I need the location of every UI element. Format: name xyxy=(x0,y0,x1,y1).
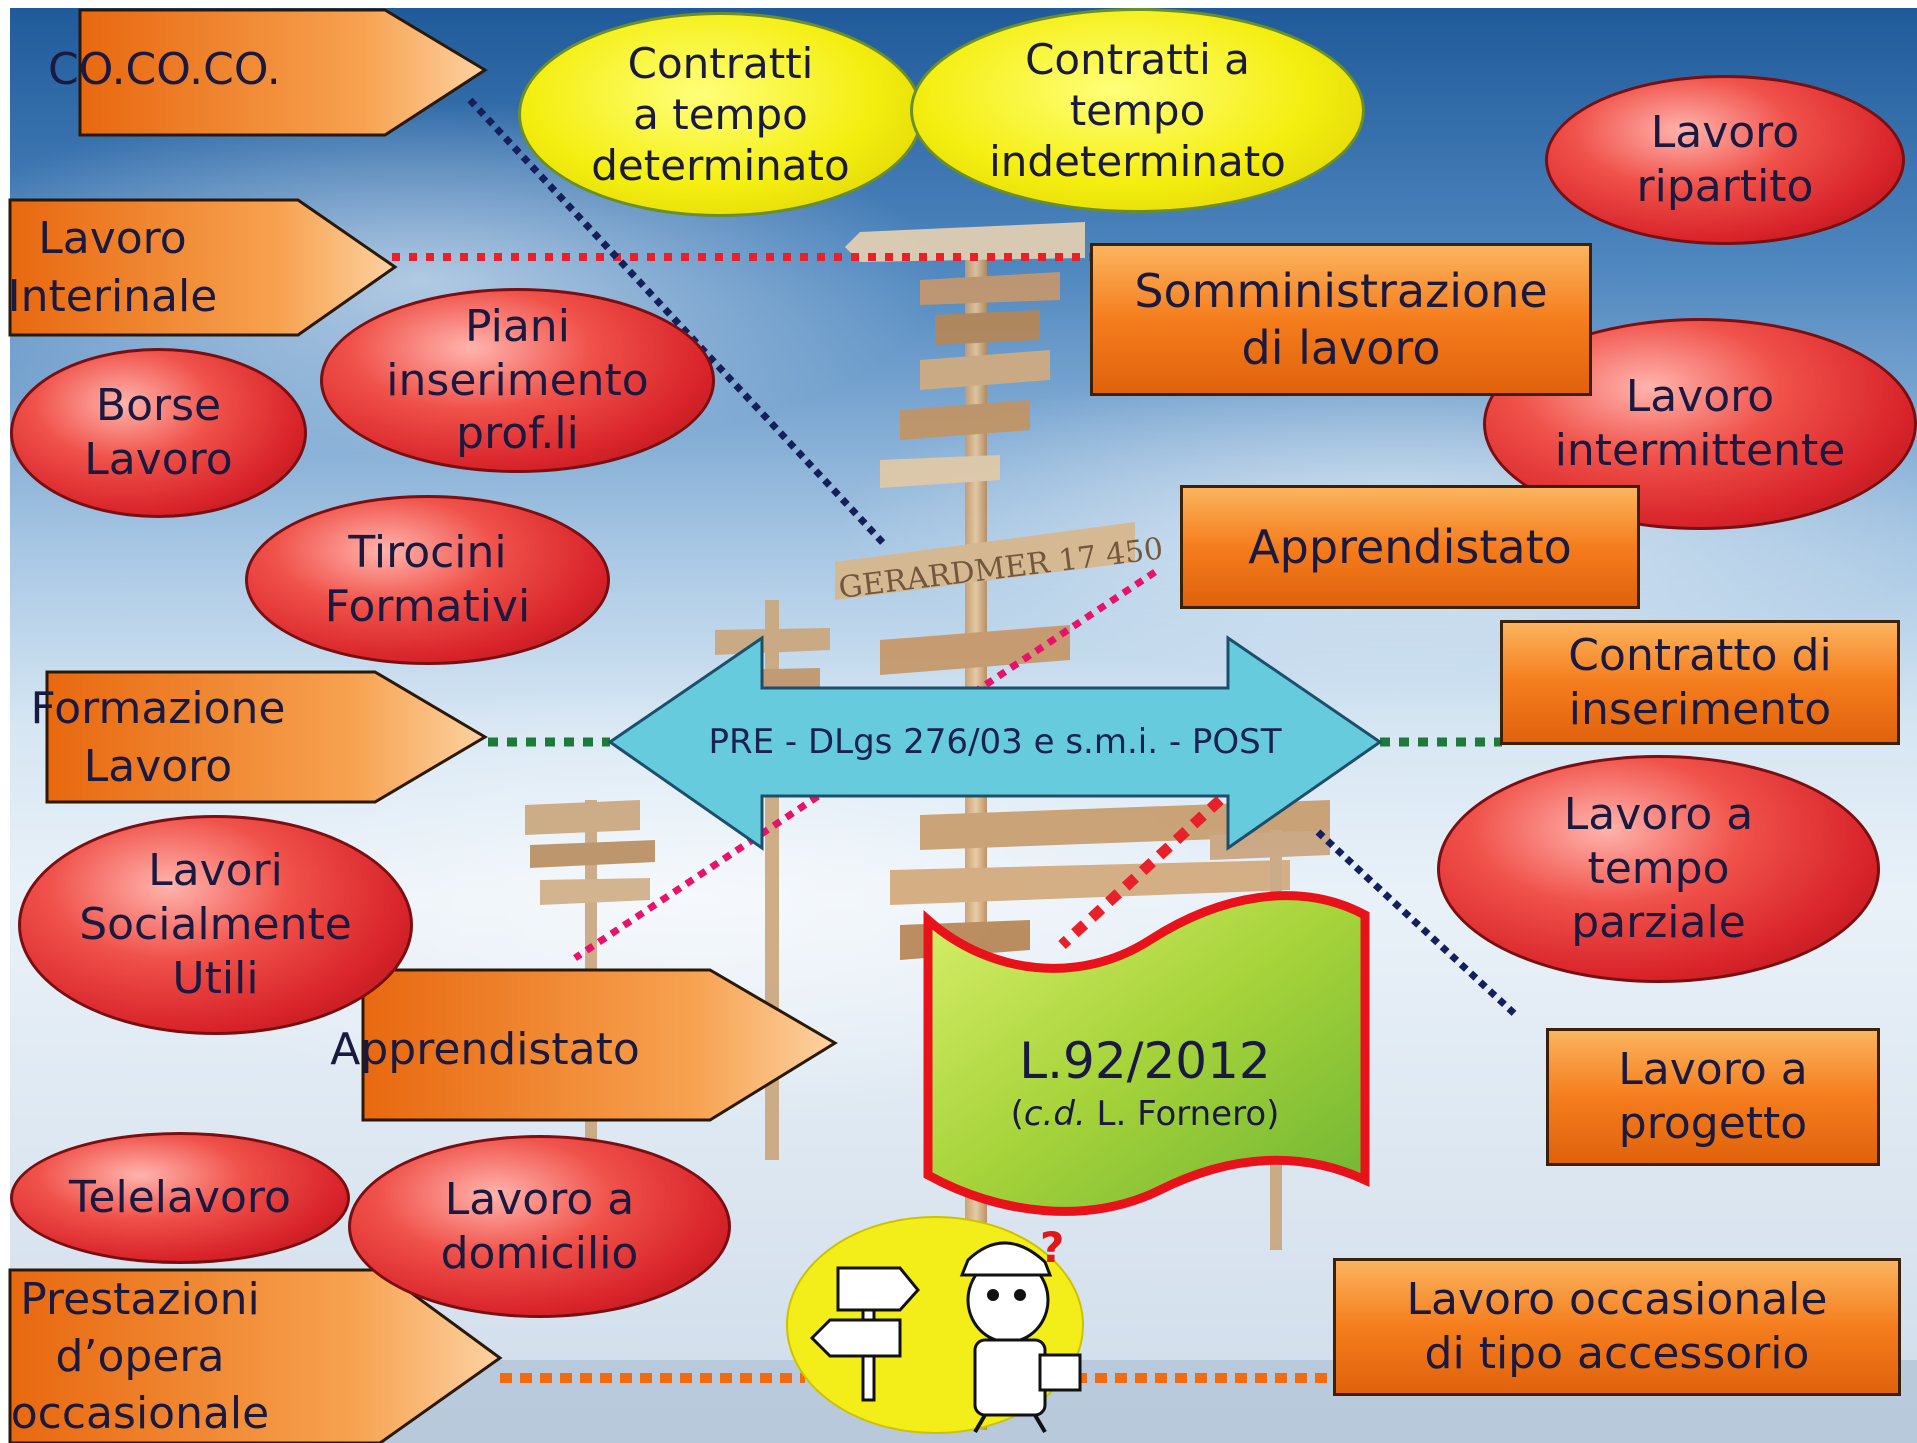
box-lavoro-progetto: Lavoro a progetto xyxy=(1546,1028,1880,1166)
arrow-apprendistato: Apprendistato xyxy=(330,1024,640,1076)
arrow-shape-cococo xyxy=(78,8,488,137)
box-lavoro-occasionale: Lavoro occasionale di tipo accessorio xyxy=(1333,1258,1901,1396)
connector-navy-top xyxy=(467,97,888,548)
box-apprendistato: Apprendistato xyxy=(1180,485,1640,609)
ellipse-lavori-socialmente-utili: Lavori Socialmente Utili xyxy=(18,815,413,1035)
law-banner-label: L.92/2012 (c.d. L. Fornero) xyxy=(930,1015,1360,1150)
clipart-lost-person: ? xyxy=(786,1216,1084,1434)
center-arrow-label: PRE - DLgs 276/03 e s.m.i. - POST xyxy=(708,721,1282,762)
arrow-interinale: Lavoro Interinale xyxy=(7,213,218,322)
law-banner-title: L.92/2012 xyxy=(1019,1032,1271,1090)
box-somministrazione: Somministrazione di lavoro xyxy=(1090,243,1592,396)
svg-text:?: ? xyxy=(1040,1223,1064,1272)
arrow-prestazioni: Prestazioni d’opera occasionale xyxy=(10,1273,270,1440)
arrow-formazione: Formazione Lavoro xyxy=(30,683,286,792)
ellipse-lavoro-ripartito: Lavoro ripartito xyxy=(1545,75,1905,245)
ellipse-tempo-indeterminato: Contratti a tempo indeterminato xyxy=(910,8,1365,213)
ellipse-tempo-parziale: Lavoro a tempo parziale xyxy=(1437,755,1880,983)
ellipse-borse-lavoro: Borse Lavoro xyxy=(10,348,307,518)
ellipse-telelavoro: Telelavoro xyxy=(10,1132,350,1264)
connector-red-banner xyxy=(1058,795,1224,950)
box-contratto-inserimento: Contratto di inserimento xyxy=(1500,620,1900,745)
law-banner xyxy=(923,891,1370,1216)
ellipse-tempo-determinato: Contratti a tempo determinato xyxy=(518,12,923,217)
arrow-shape-prestazioni xyxy=(8,1268,503,1443)
ellipse-piani-inserimento: Piani inserimento prof.li xyxy=(320,288,715,473)
arrow-cococo: CO.CO.CO. xyxy=(48,44,281,96)
arrow-shape-formazione xyxy=(45,670,488,804)
law-banner-subtitle: (c.d. L. Fornero) xyxy=(1010,1093,1280,1134)
arrow-shape-interinale xyxy=(8,198,398,337)
connector-navy-bottom xyxy=(1315,829,1521,1020)
ellipse-lavoro-domicilio: Lavoro a domicilio xyxy=(348,1135,731,1318)
arrow-shape-apprendistato xyxy=(361,968,838,1122)
ellipse-tirocini-formativi: Tirocini Formativi xyxy=(245,495,610,665)
center-double-arrow xyxy=(607,635,1383,851)
